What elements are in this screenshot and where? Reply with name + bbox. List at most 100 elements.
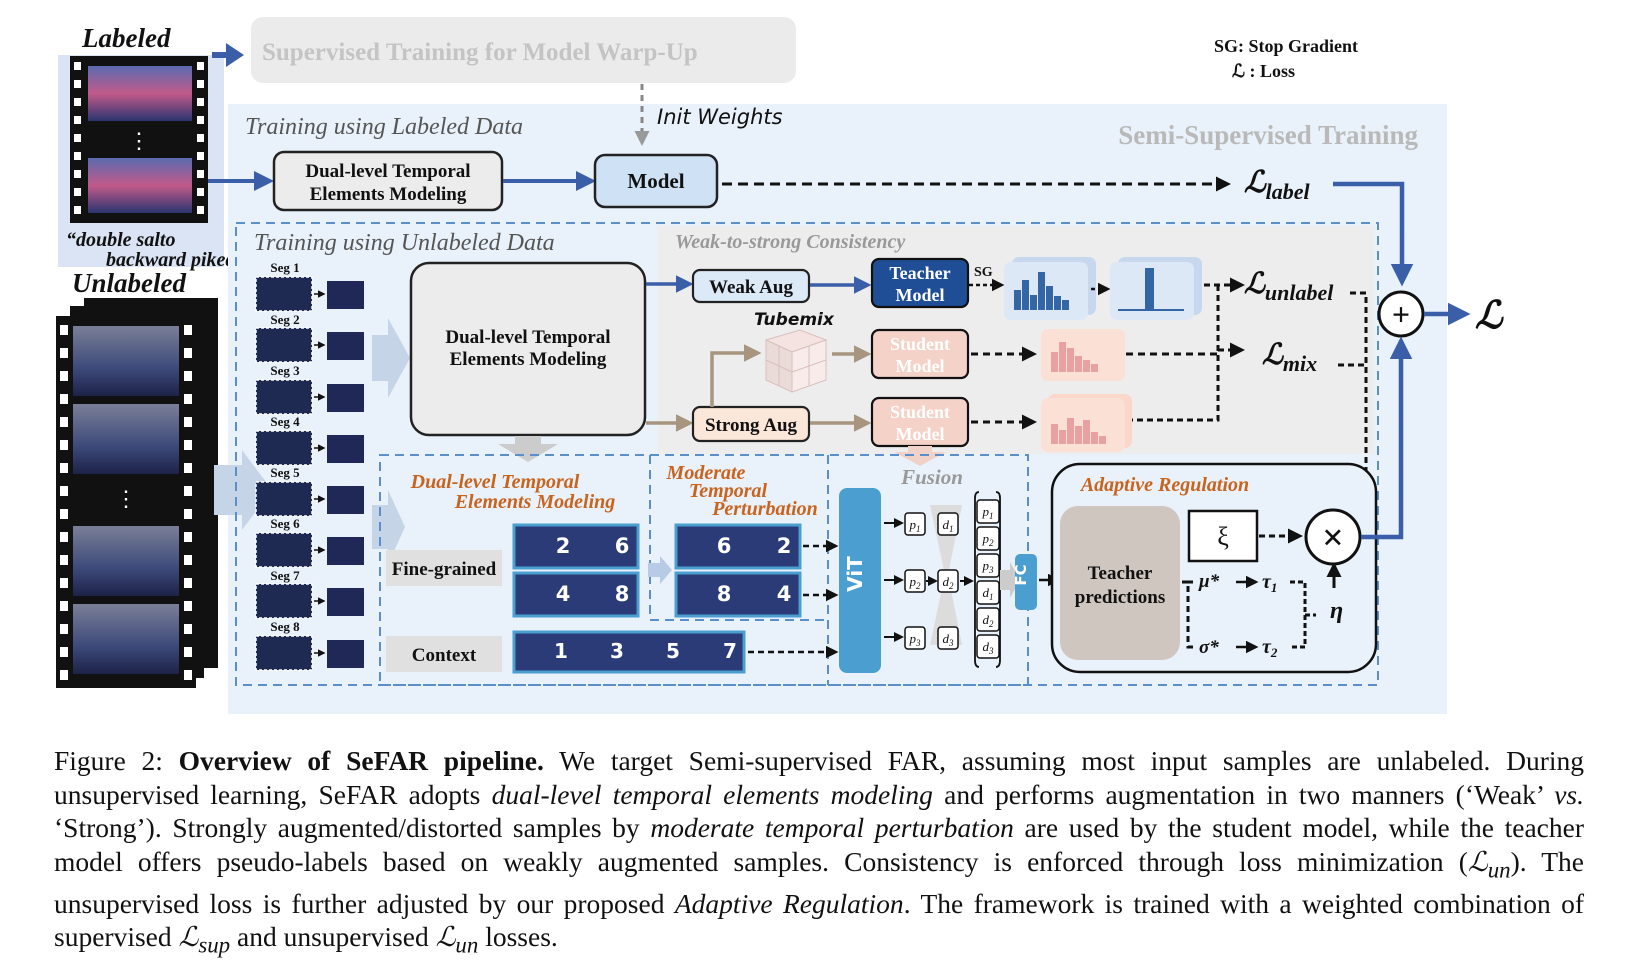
segment-thumb <box>255 583 313 619</box>
fc-block <box>1015 554 1037 610</box>
segment-list: Seg 1 Seg 2 Seg 3 Seg 4 Seg 5 Seg 6 Seg … <box>255 260 364 671</box>
student-model-2-line2: Model <box>896 424 945 444</box>
segment-crop <box>327 332 364 360</box>
dual-level-box-main <box>409 261 647 437</box>
unlabeled-section-title: Training using Unlabeled Data <box>254 230 555 256</box>
caption-i2: vs. <box>1554 778 1584 810</box>
strong-to-tubemix-line <box>710 344 762 407</box>
token-stack: p1 p2 p3 d1 d2 d3 <box>974 491 1001 668</box>
caption-i1: dual-level temporal elements modeling <box>491 778 933 810</box>
student-hist-bars-1 <box>1051 342 1098 372</box>
tubemix-cube-icon <box>764 329 828 393</box>
segment-label: Seg 3 <box>270 363 300 378</box>
p2-token <box>904 569 926 593</box>
labeled-heading: Labeled <box>81 23 171 53</box>
segment-label: Seg 8 <box>270 619 300 634</box>
caption-t8: losses. <box>478 921 558 952</box>
detail-dual-title-1: Dual-level Temporal <box>410 471 580 493</box>
unlabeled-heading: Unlabeled <box>72 268 186 298</box>
caption-t3: ‘Strong’). Strongly augmented/distorted … <box>54 812 651 843</box>
segment-thumb <box>255 481 313 517</box>
sum-plus-icon: + <box>1392 296 1410 332</box>
semi-supervised-title: Semi-Supervised Training <box>1118 120 1418 150</box>
stack-token <box>976 634 1000 659</box>
context-num-2: 3 <box>610 639 624 663</box>
segment-label: Seg 2 <box>270 312 299 327</box>
tau2-label: τ2 <box>1262 636 1278 660</box>
caption-t5: ). The unsupervised loss is further adju… <box>54 845 1584 919</box>
d2-token-label: d2 <box>943 574 955 591</box>
caption-t6: . The framework is trained with a weight… <box>54 887 1584 953</box>
weak-aug-box <box>691 268 811 304</box>
model-label: Model <box>627 169 684 193</box>
stack-token-label: d1 <box>983 585 994 602</box>
moderate-row-2-num-a: 8 <box>717 582 732 606</box>
loss-label-to-sum <box>1333 181 1414 287</box>
moderate-row-1 <box>674 523 802 570</box>
supervised-box-label: Supervised Training for Model Warp-Up <box>262 39 698 66</box>
sigma-label: σ* <box>1199 637 1219 658</box>
times-icon: × <box>1322 517 1344 559</box>
segment-crop <box>327 281 364 309</box>
sharpen-down-dashes <box>1130 285 1220 422</box>
segment-thumb <box>255 635 313 671</box>
weak-aug-label: Weak Aug <box>709 277 793 298</box>
dual-level-top-line1: Dual-level Temporal <box>305 161 470 182</box>
fine-row-2-num-a: 4 <box>556 582 571 606</box>
student-hist-bars-2 <box>1051 418 1106 444</box>
fusion-title: Fusion <box>900 465 963 489</box>
caption-i4: Adaptive Regulation <box>674 887 904 919</box>
unlabeled-frame-1 <box>73 326 179 396</box>
times-node <box>1304 508 1362 566</box>
stack-token <box>976 499 1000 524</box>
caption-t4: are used by the student model, while the… <box>54 812 1585 877</box>
dual-down-arrow <box>498 436 558 462</box>
detail-region <box>379 454 1029 686</box>
fine-row-1 <box>512 523 640 570</box>
model-box <box>593 153 719 209</box>
caption-t2: and performs augmentation in two manners… <box>932 778 1555 810</box>
segment-crop <box>327 384 364 412</box>
fine-to-moderate-arrow <box>648 556 672 584</box>
teacher-hist-bars <box>1014 272 1069 310</box>
stack-token <box>976 607 1000 632</box>
student-model-1-line2: Model <box>896 356 945 376</box>
student-model-box-1 <box>870 328 970 380</box>
caption-t7: and unsupervised <box>230 921 436 952</box>
moderate-row-2-num-b: 4 <box>777 582 792 606</box>
loss-label: ℒlabel <box>1244 166 1310 204</box>
tau-merge-dashes <box>1290 580 1316 649</box>
segment-label: Seg 6 <box>270 516 300 531</box>
strong-aug-box <box>691 405 811 443</box>
moderate-row-1-num-b: 2 <box>777 534 792 558</box>
fine-row-2-num-b: 8 <box>615 582 630 606</box>
stack-token-label: p3 <box>982 558 995 575</box>
p2-token-label: p2 <box>909 574 922 591</box>
segment-thumb <box>255 379 313 415</box>
stack-token <box>976 553 1000 578</box>
dual-level-main-line1: Dual-level Temporal <box>445 327 610 348</box>
tau1-label: τ1 <box>1262 571 1277 595</box>
context-label: Context <box>412 645 477 666</box>
supervised-box <box>251 17 796 83</box>
figure-caption: Figure 2: Overview of SeFAR pipeline. We… <box>54 744 1584 962</box>
segment-crop <box>327 486 364 514</box>
p1-token <box>904 512 926 536</box>
p3-token <box>904 626 926 650</box>
labeled-to-supervised-arrowhead <box>226 43 244 67</box>
segment-crop <box>327 640 364 668</box>
student-model-1-line1: Student <box>890 334 950 354</box>
context-num-4: 7 <box>723 639 737 663</box>
context-num-3: 5 <box>666 639 680 663</box>
stack-token <box>976 580 1000 605</box>
segment-thumb <box>255 430 313 466</box>
caption-loss-un-2: ℒun <box>435 921 479 958</box>
fine-grained-label-box <box>386 550 502 586</box>
teacher-model-box <box>870 257 970 309</box>
ellipsis-icon: ⋮ <box>128 128 150 153</box>
segment-thumb <box>255 532 313 568</box>
adaptive-regulation-title: Adaptive Regulation <box>1079 474 1249 496</box>
segment-crop <box>327 588 364 616</box>
vit-block <box>839 488 881 673</box>
segment-label: Seg 7 <box>270 568 300 583</box>
